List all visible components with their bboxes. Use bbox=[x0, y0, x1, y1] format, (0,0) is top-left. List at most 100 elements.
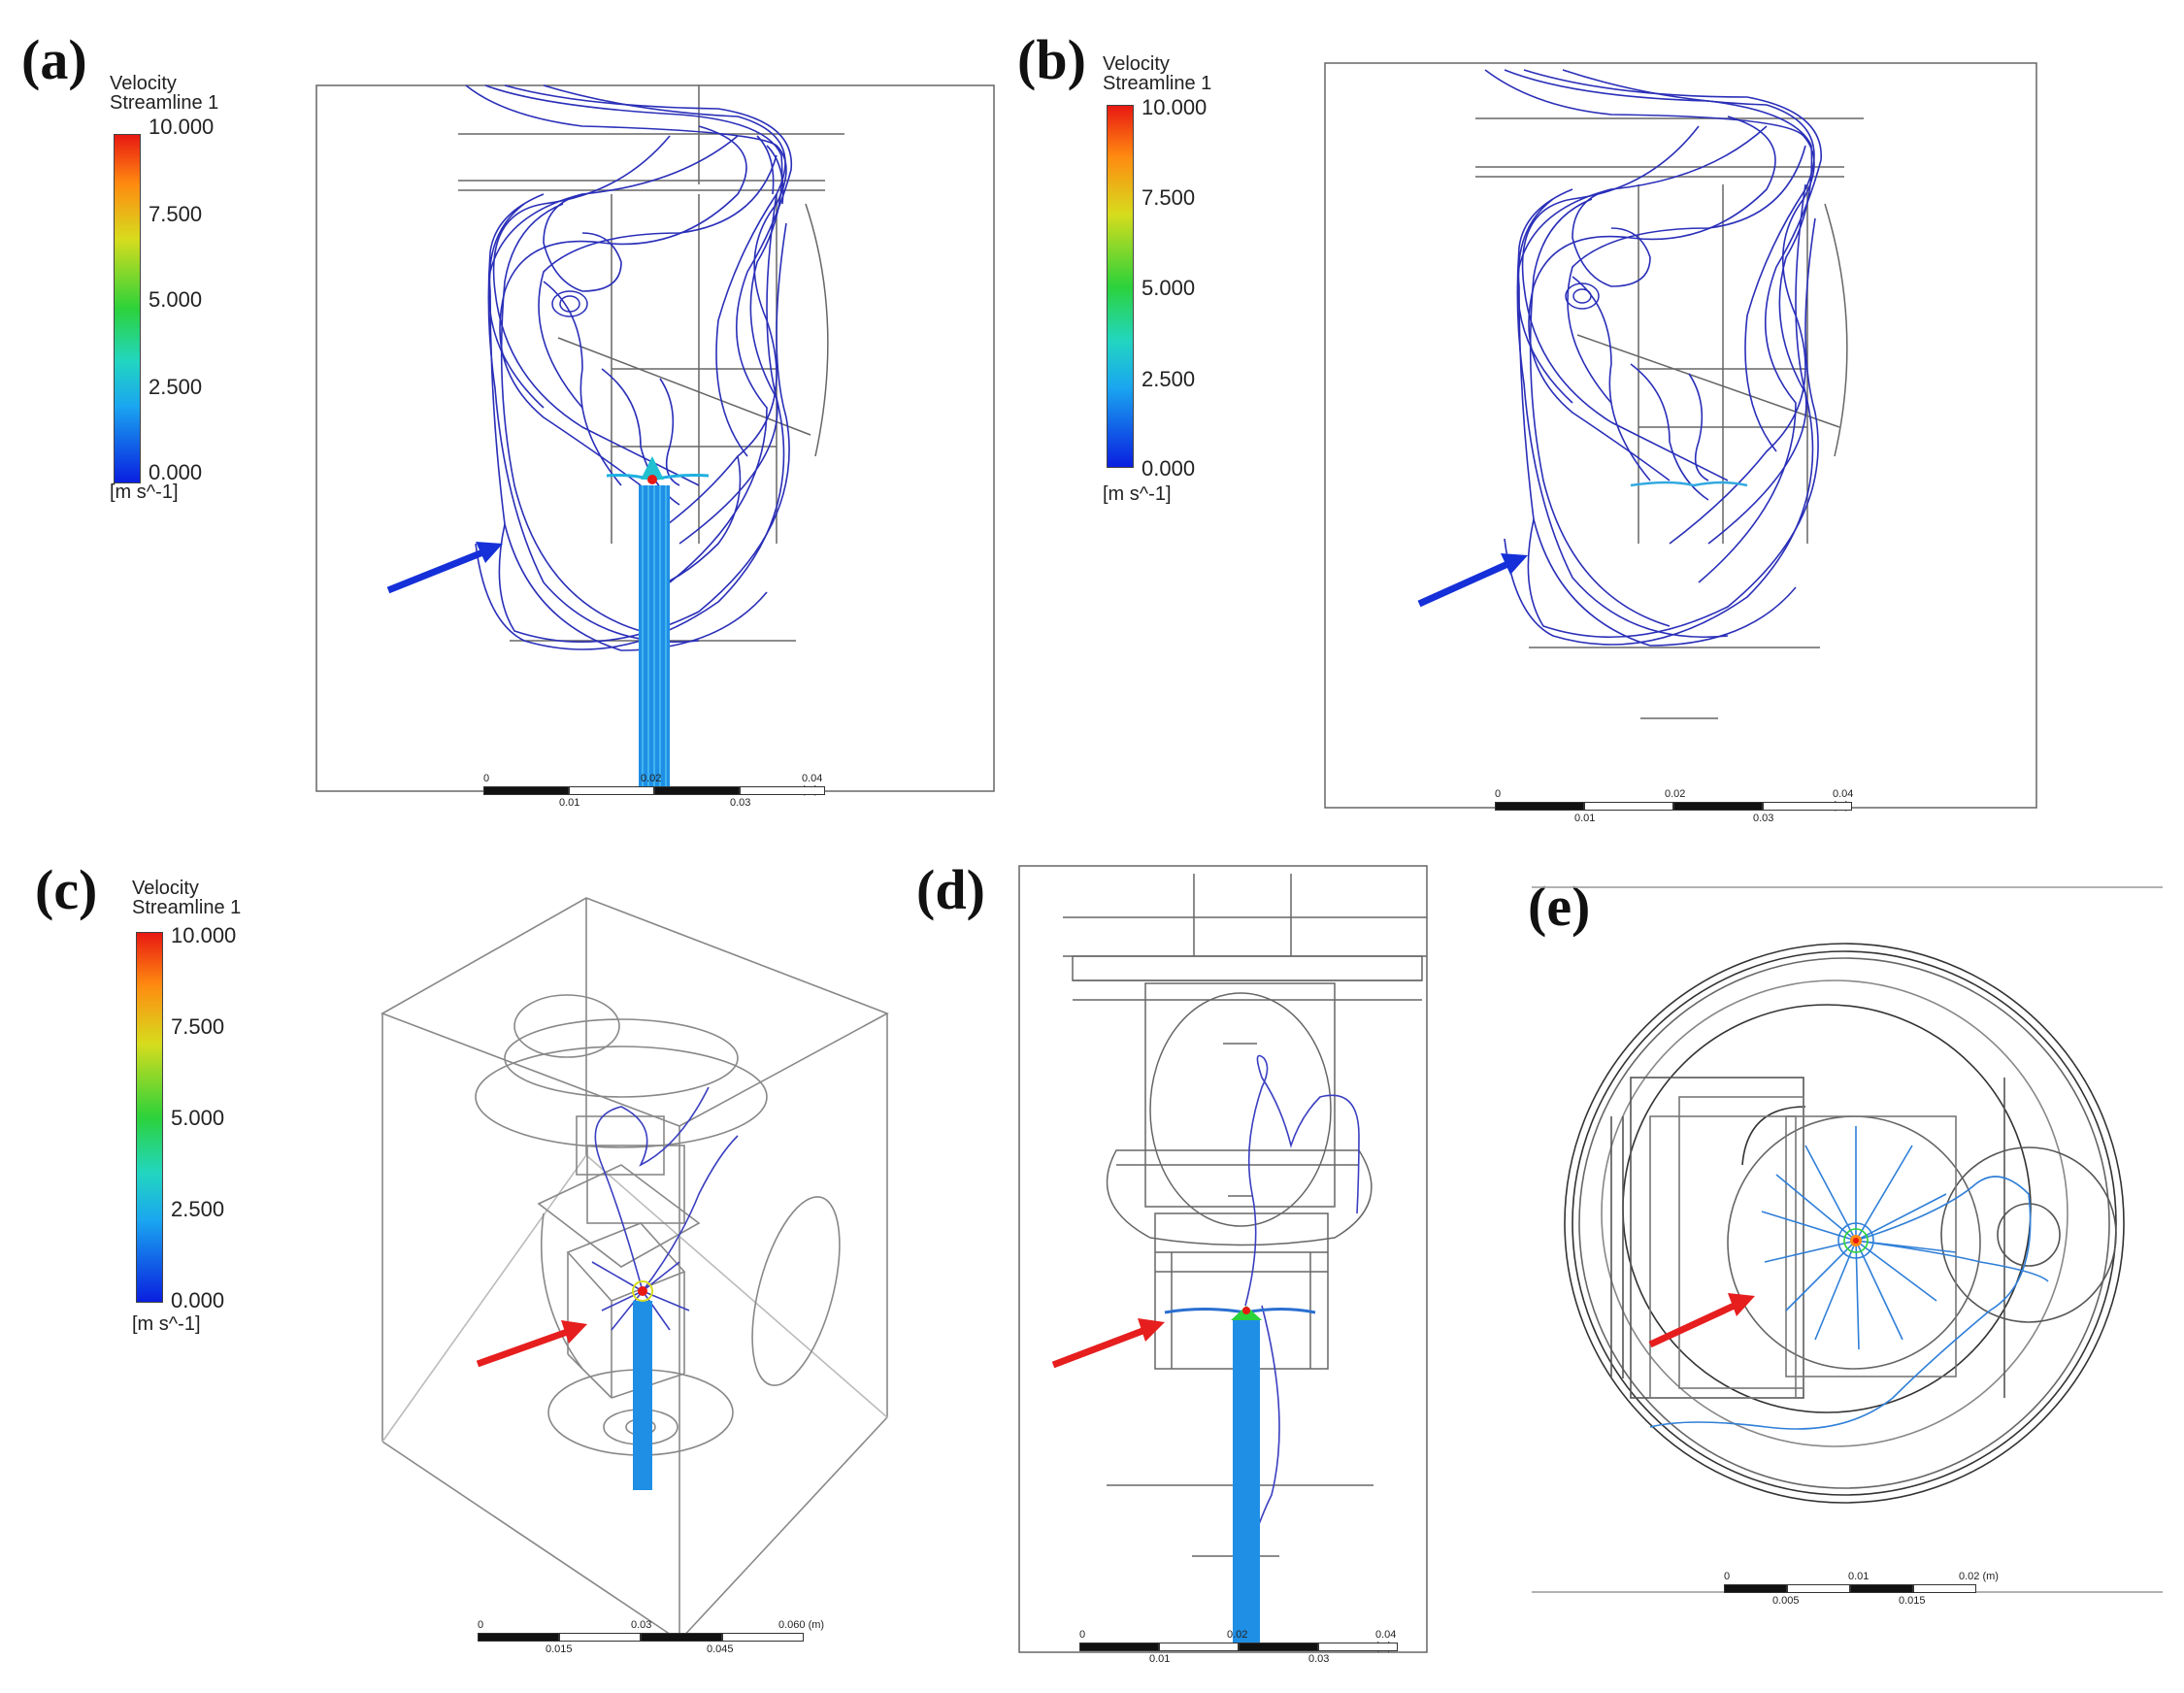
panel-c-arrow bbox=[476, 1326, 575, 1368]
panel-c-label: (c) bbox=[35, 858, 98, 921]
scale-segment bbox=[1724, 1584, 1787, 1593]
panel-a-arrow bbox=[386, 546, 492, 594]
legend-a-unit: [m s^-1] bbox=[110, 481, 179, 503]
panel-b-label: (b) bbox=[1017, 28, 1086, 91]
legend-a-tick: 5.000 bbox=[149, 287, 203, 312]
panel-e-streamlines bbox=[1649, 1126, 2049, 1430]
scale-segment bbox=[654, 786, 740, 795]
panel-a-label: (a) bbox=[21, 28, 87, 91]
legend-b-title: Velocity bbox=[1103, 53, 1170, 75]
scale-segment bbox=[478, 1633, 559, 1642]
panel-d-scale-bar: 0 0.02 0.04 (m) 0.01 0.03 bbox=[1079, 1629, 1409, 1668]
panel-d-arrow bbox=[1051, 1324, 1152, 1369]
legend-c-tick: 2.500 bbox=[171, 1197, 225, 1221]
panel-e-scale-bar: 0 0.01 0.02 (m) 0.005 0.015 bbox=[1724, 1571, 2015, 1610]
panel-d-label: (d) bbox=[916, 858, 985, 921]
scale-segment bbox=[740, 786, 825, 795]
panel-b-arrow bbox=[1417, 557, 1516, 608]
scale-segment bbox=[559, 1633, 641, 1642]
panel-b-scale-bar: 0 0.02 0.04 (m) 0.01 0.03 bbox=[1495, 788, 1864, 827]
scale-label: 0.015 bbox=[1899, 1595, 1926, 1607]
scale-segment bbox=[1495, 802, 1584, 811]
scale-segment bbox=[1850, 1584, 1913, 1593]
legend-b-subtitle: Streamline 1 bbox=[1103, 73, 1212, 94]
legend-a-tick: 2.500 bbox=[149, 375, 203, 399]
panel-c-scale-bar: 0 0.03 0.060 (m) 0.015 0.045 bbox=[478, 1619, 827, 1658]
legend-a: Velocity Streamline 1 10.000 7.500 5.000… bbox=[110, 73, 304, 503]
legend-b-tick: 10.000 bbox=[1142, 95, 1208, 119]
legend-a-tick: 0.000 bbox=[149, 460, 203, 484]
scale-label: 0 bbox=[1079, 1629, 1086, 1641]
scale-label: 0 bbox=[1724, 1571, 1731, 1582]
legend-c-subtitle: Streamline 1 bbox=[132, 897, 242, 918]
scale-segment bbox=[722, 1633, 804, 1642]
scale-label: 0.005 bbox=[1772, 1595, 1800, 1607]
legend-b-colorbar bbox=[1107, 105, 1134, 468]
scale-label: 0.045 bbox=[707, 1643, 734, 1655]
panel-a-scale-bar: 0 0.02 0.04 (m) 0.01 0.03 bbox=[483, 773, 833, 812]
scale-segment bbox=[1239, 1643, 1318, 1651]
scale-label: 0.060 (m) bbox=[778, 1619, 825, 1631]
legend-c-title: Velocity bbox=[132, 878, 199, 899]
legend-a-title: Velocity bbox=[110, 73, 177, 94]
scale-label: 0.01 bbox=[559, 797, 580, 809]
panel-b-streamlines bbox=[1484, 69, 1822, 647]
scale-label: 0.03 bbox=[1308, 1653, 1330, 1665]
scale-label: 0.03 bbox=[1753, 813, 1774, 824]
scale-segment bbox=[1673, 802, 1763, 811]
panel-c-streamlines bbox=[591, 1086, 739, 1331]
panel-d-streamlines bbox=[1244, 1054, 1360, 1544]
panel-d-jet bbox=[1233, 1320, 1260, 1650]
scale-segment bbox=[641, 1633, 722, 1642]
legend-c-tick: 5.000 bbox=[171, 1106, 225, 1130]
scale-label: 0.03 bbox=[631, 1619, 652, 1631]
scale-segment bbox=[483, 786, 569, 795]
scale-label: 0 bbox=[478, 1619, 484, 1631]
scale-label: 0.02 bbox=[1227, 1629, 1248, 1641]
panel-d-frame bbox=[1018, 865, 1428, 1653]
scale-label: 0.02 bbox=[641, 773, 662, 784]
legend-c-tick: 0.000 bbox=[171, 1288, 225, 1312]
scale-label: 0.01 bbox=[1574, 813, 1596, 824]
panel-e-label: (e) bbox=[1528, 875, 1591, 938]
scale-segment bbox=[569, 786, 654, 795]
panel-e-arrow bbox=[1648, 1299, 1742, 1348]
panel-c-jet bbox=[633, 1301, 652, 1490]
legend-a-subtitle: Streamline 1 bbox=[110, 92, 219, 114]
scale-label: 0.02 (m) bbox=[1959, 1571, 1999, 1582]
legend-a-colorbar bbox=[114, 134, 141, 483]
panel-e-outer-circle bbox=[1564, 943, 2125, 1504]
scale-segment bbox=[1763, 802, 1852, 811]
scale-segment bbox=[1913, 1584, 1976, 1593]
scale-segment bbox=[1787, 1584, 1850, 1593]
legend-b: Velocity Streamline 1 10.000 7.500 5.000… bbox=[1103, 53, 1297, 505]
scale-label: 0.03 bbox=[730, 797, 751, 809]
scale-label: 0 bbox=[483, 773, 490, 784]
legend-c-unit: [m s^-1] bbox=[132, 1313, 201, 1335]
scale-segment bbox=[1584, 802, 1673, 811]
scale-label: 0.015 bbox=[546, 1643, 573, 1655]
legend-c-colorbar bbox=[136, 932, 163, 1303]
scale-segment bbox=[1079, 1643, 1159, 1651]
scale-label: 0.01 bbox=[1848, 1571, 1870, 1582]
scale-label: 0.02 bbox=[1665, 788, 1686, 800]
scale-segment bbox=[1318, 1643, 1398, 1651]
scale-segment bbox=[1159, 1643, 1239, 1651]
legend-b-tick: 2.500 bbox=[1142, 367, 1196, 391]
legend-a-tick: 7.500 bbox=[149, 202, 203, 226]
scale-label: 0.01 bbox=[1149, 1653, 1171, 1665]
legend-b-tick: 0.000 bbox=[1142, 456, 1196, 481]
legend-c-tick: 7.500 bbox=[171, 1014, 225, 1039]
legend-a-tick: 10.000 bbox=[149, 115, 215, 139]
legend-c: Velocity Streamline 1 10.000 7.500 5.000… bbox=[132, 878, 326, 1335]
legend-b-tick: 5.000 bbox=[1142, 276, 1196, 300]
legend-c-tick: 10.000 bbox=[171, 923, 237, 947]
legend-b-tick: 7.500 bbox=[1142, 185, 1196, 210]
legend-b-unit: [m s^-1] bbox=[1103, 483, 1172, 505]
